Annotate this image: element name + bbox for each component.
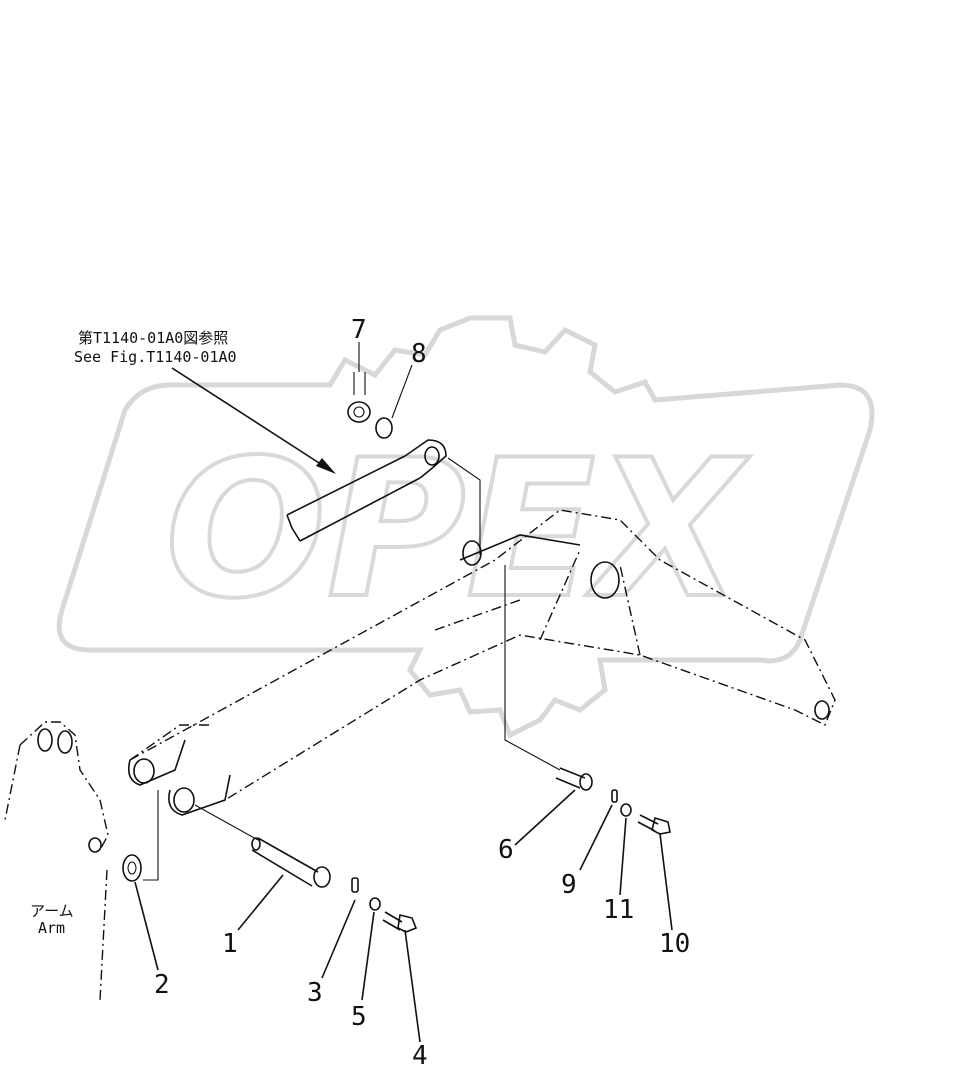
part-8-washer [375, 364, 413, 439]
part-9-plate [579, 789, 618, 871]
reference-arrow [171, 367, 336, 474]
callout-2: 2 [154, 970, 170, 1000]
part-11-washer [619, 803, 632, 896]
arm-label-en: Arm [38, 919, 65, 937]
part-2-washer [122, 790, 159, 971]
reference-note-en: See Fig.T1140-01A0 [74, 348, 237, 366]
callout-7: 7 [351, 315, 367, 345]
part-6-pin [514, 767, 593, 846]
part-4-bolt [382, 911, 421, 1043]
part-7-washer [347, 342, 371, 423]
callout-4: 4 [412, 1041, 428, 1066]
callout-5: 5 [351, 1002, 367, 1032]
callout-6: 6 [498, 835, 514, 865]
part-3-plate [321, 877, 359, 979]
arm-part [4, 721, 109, 1001]
part-1-pin [194, 804, 331, 931]
callout-3: 3 [307, 978, 323, 1008]
arm-label-jp: アーム [30, 902, 74, 920]
callout-1: 1 [222, 929, 238, 959]
callout-9: 9 [561, 870, 577, 900]
part-10-bolt [637, 814, 673, 931]
callout-10: 10 [659, 929, 690, 959]
part-5-washer [361, 897, 381, 1001]
boom [127, 509, 836, 816]
watermark: OPEX [56, 315, 875, 739]
callout-8: 8 [411, 339, 427, 369]
boom-cylinder [286, 439, 447, 542]
reference-note-jp: 第T1140-01A0図参照 [78, 329, 228, 347]
leader-cylinder [447, 457, 561, 771]
callout-11: 11 [603, 895, 634, 925]
watermark-text: OPEX [165, 419, 751, 640]
